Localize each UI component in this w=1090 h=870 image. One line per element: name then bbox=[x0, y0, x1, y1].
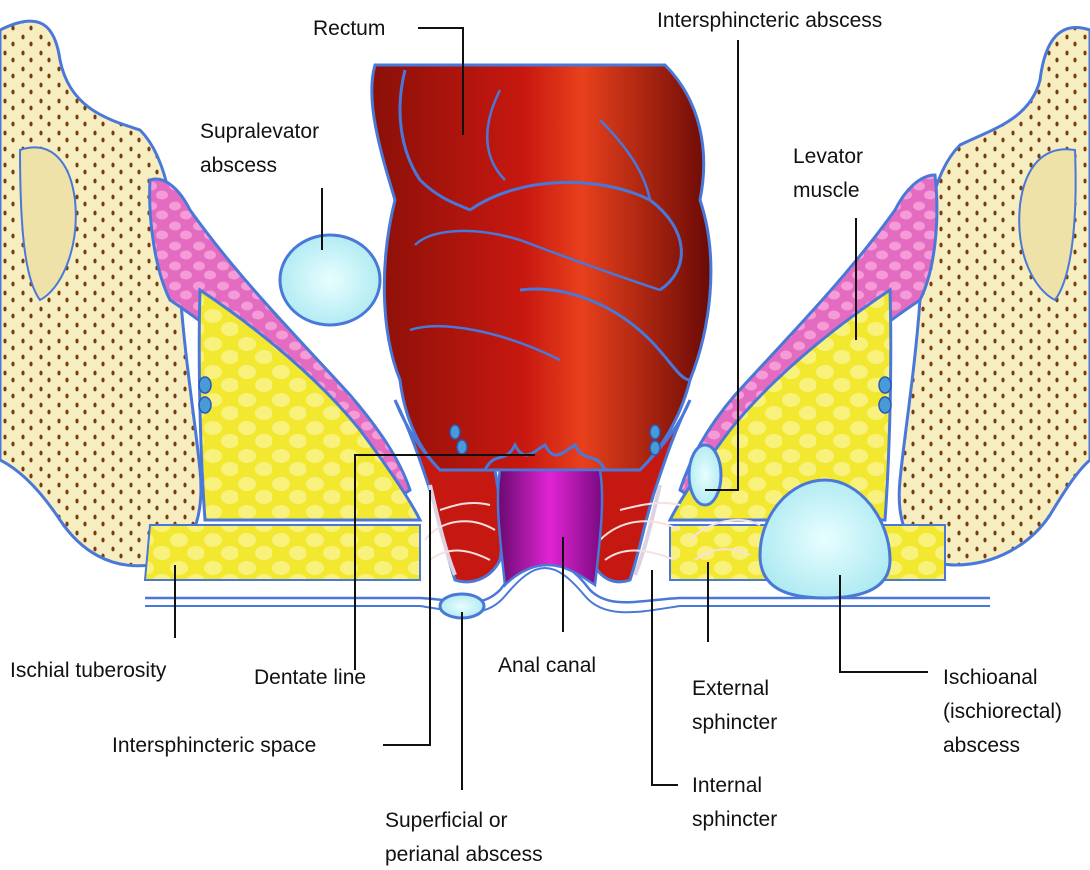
label-intersphincteric-space: Intersphincteric space bbox=[112, 734, 316, 757]
label-ischioanal-1: Ischioanal bbox=[943, 666, 1038, 689]
label-ischioanal-2: (ischiorectal) bbox=[943, 700, 1062, 723]
label-superficial-1: Superficial or bbox=[385, 809, 508, 832]
right-pelvic-bone bbox=[899, 27, 1090, 565]
label-internal-2: sphincter bbox=[692, 808, 777, 831]
label-external-2: sphincter bbox=[692, 711, 777, 734]
label-intersphincteric-abscess: Intersphincteric abscess bbox=[657, 9, 882, 32]
label-levator-2: muscle bbox=[793, 179, 860, 202]
label-dentate-line: Dentate line bbox=[254, 666, 366, 689]
label-supralevator-2: abscess bbox=[200, 154, 277, 177]
intersphincteric-abscess-shape bbox=[689, 445, 721, 505]
label-ischioanal-3: abscess bbox=[943, 734, 1020, 757]
label-anal-canal: Anal canal bbox=[498, 654, 596, 677]
label-ischial-tuberosity: Ischial tuberosity bbox=[10, 659, 167, 682]
label-supralevator-1: Supralevator bbox=[200, 120, 319, 143]
rectum bbox=[372, 65, 711, 470]
supralevator-abscess bbox=[280, 235, 380, 325]
label-rectum: Rectum bbox=[313, 17, 385, 40]
label-external-1: External bbox=[692, 677, 769, 700]
label-internal-1: Internal bbox=[692, 774, 762, 797]
label-superficial-2: perianal abscess bbox=[385, 843, 543, 866]
label-levator-1: Levator bbox=[793, 145, 863, 168]
